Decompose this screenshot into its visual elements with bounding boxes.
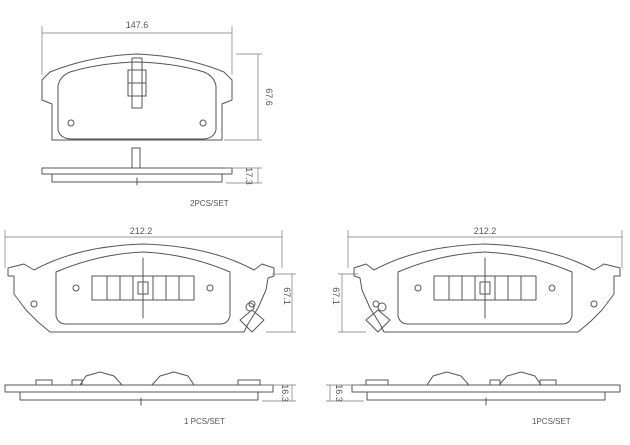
right-pad-friction-material [397,251,573,325]
right-pad-side-clip-springs [426,371,542,386]
top-pad-backing-plate [41,53,233,141]
top-pad-friction-material [57,61,217,140]
left-pad-hole-2 [206,284,214,292]
right-pad-thickness-label: 16.3 [334,384,344,402]
left-pad-side-view: 16.3 1 PCS/SET [4,371,296,426]
right-pad-backing-plate [353,243,621,333]
left-pad-front-view: 212.2 67.1 [4,226,296,333]
left-pad-backing-plate [7,243,275,333]
left-pad-hole-1 [72,284,80,292]
right-pad-wear-sensor [365,309,391,333]
right-pad-hole-1 [414,284,422,292]
left-pad-hole-3 [30,300,38,308]
left-pad-hole-4 [248,300,256,308]
top-pad-side-backing [41,167,233,175]
right-pad-width-label: 212.2 [474,226,497,236]
right-pad-side-tab-right [539,379,557,386]
top-pad-front-view: 147.6 67.6 [41,20,274,141]
right-pad-center-pattern [433,275,537,301]
top-pad-side-clip [131,147,141,169]
left-pad-width-label: 212.2 [130,226,153,236]
top-pad-height-label: 67.6 [264,88,274,106]
right-pad-hole-2 [548,284,556,292]
right-pad-side-view: 16.3 1PCS/SET [326,371,621,426]
top-pad-quantity-label: 2PCS/SET [190,199,229,208]
left-pad-side-tab-left [35,379,53,386]
top-pad-hole-right [199,119,207,127]
left-pad-friction-material [55,251,231,325]
top-pad-hole-left [67,119,75,127]
right-pad-sensor-mount [377,302,387,312]
top-pad-side-view: 17.3 2PCS/SET [41,147,262,208]
left-pad-quantity-label: 1 PCS/SET [184,417,225,426]
left-pad-side-tab-right [237,379,261,386]
right-pad-front-view: 212.2 67.1 [331,226,623,333]
left-pad-center-pattern [91,275,195,301]
top-pad-thickness-label: 17.3 [244,167,254,185]
left-pad-side-backing [4,384,274,393]
left-pad-sensor-mount [245,302,255,312]
top-pad-width-label: 147.6 [126,20,149,30]
right-pad-side-tab-mid [489,379,501,386]
right-pad-side-tab-left [365,379,389,386]
left-pad-side-tab-mid [71,379,83,386]
left-pad-wear-sensor [239,309,265,333]
left-pad-thickness-label: 16.3 [280,384,290,402]
right-pad-side-backing [351,384,621,393]
left-pad-side-clip-springs [79,371,195,386]
right-pad-hole-4 [590,300,598,308]
right-pad-quantity-label: 1PCS/SET [532,417,571,426]
left-pad-side-friction [19,391,259,401]
left-pad-height-label: 67.1 [282,287,292,305]
right-pad-height-label: 67.1 [331,287,341,305]
